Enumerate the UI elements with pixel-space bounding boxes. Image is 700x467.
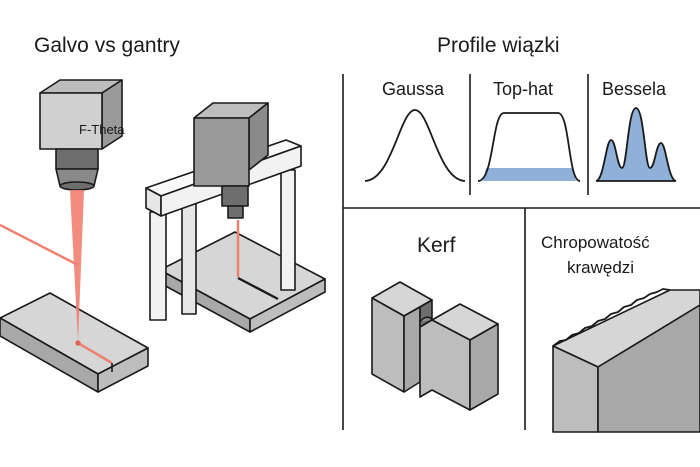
profile-label-top-hat: Top-hat	[493, 79, 553, 99]
gantry-laser-head	[193, 102, 269, 219]
galvo-laser-beam	[70, 190, 84, 342]
f-theta-label: F-Theta	[79, 122, 125, 137]
galvo-cut-line	[77, 341, 113, 365]
galvo-scan-beam	[0, 223, 79, 267]
galvo-scan-head	[39, 79, 123, 150]
top-hat-curve	[477, 112, 581, 182]
gantry-cut-kerf	[237, 276, 279, 301]
gaussian-curve	[364, 109, 466, 182]
profile-label-bessel: Bessela	[602, 79, 667, 99]
top-hat-fill	[483, 168, 576, 181]
f-theta-lens	[55, 148, 99, 191]
galvo-gantry-title: Galvo vs gantry	[34, 34, 180, 57]
kerf-label: Kerf	[417, 234, 456, 257]
galvo-workpiece	[0, 292, 149, 393]
roughness-block	[552, 288, 700, 433]
galvo-focus-spot	[75, 340, 81, 346]
bessel-curve	[595, 107, 677, 182]
beam-profiles-title: Profile wiązki	[437, 34, 560, 57]
roughness-label-line1: Chropowatość	[541, 233, 650, 252]
roughness-label-line2: krawędzi	[567, 258, 634, 277]
kerf-block	[371, 281, 499, 411]
profile-label-gaussian: Gaussa	[382, 79, 445, 99]
